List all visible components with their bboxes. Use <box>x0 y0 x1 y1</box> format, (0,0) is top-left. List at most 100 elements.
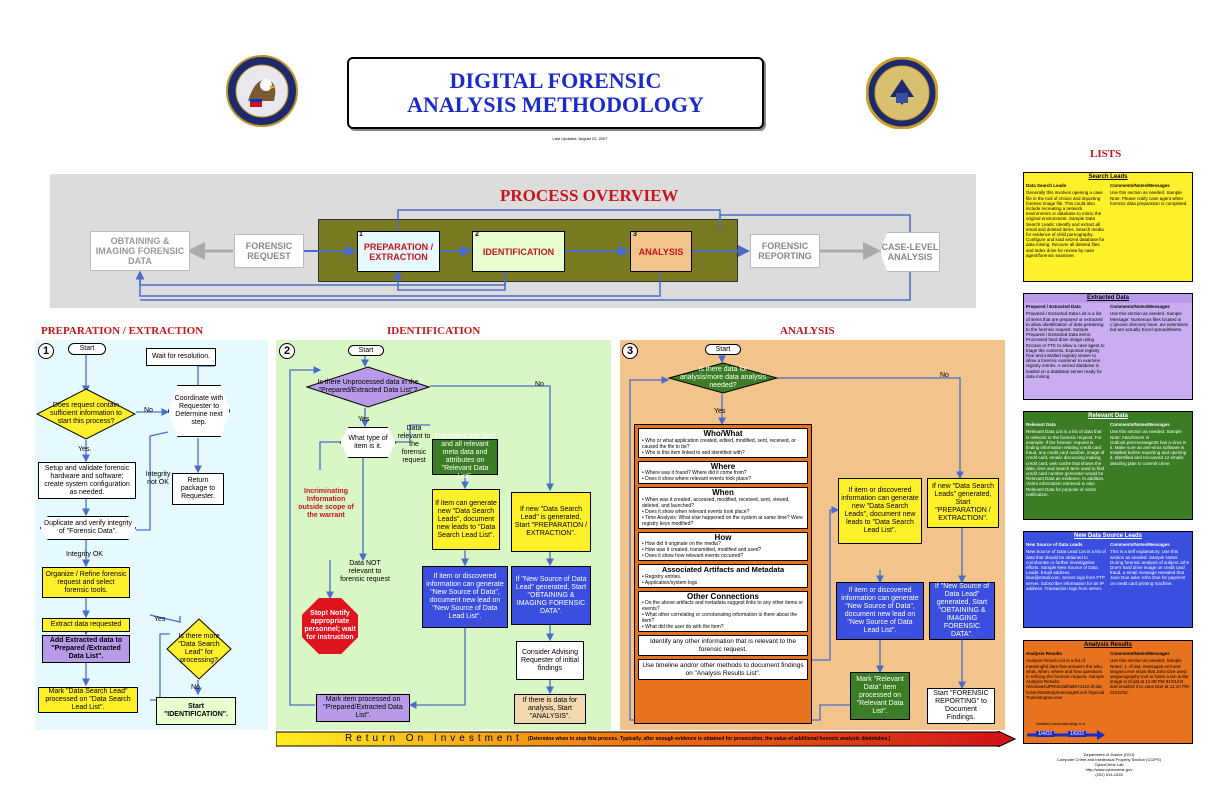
how-3: Does it show how relevant events occurre… <box>645 553 744 559</box>
last-updated: Last Updated: August 22, 2007 <box>552 136 608 141</box>
prep-step-number: 1 <box>38 343 54 359</box>
ident-relevant-label: Data relevant to the forensic request <box>397 425 431 464</box>
ident-stop-text: Stop! Notify appropriate personnel; wait… <box>304 610 356 641</box>
doj-seal-left <box>226 55 298 127</box>
lists-title: LISTS <box>1090 148 1122 160</box>
list-extracted-data: Extracted Data Prepared / Extracted Data… <box>1023 293 1193 400</box>
where-heading: Where <box>710 461 736 471</box>
ident-if-new-lead: If new "Data Search Lead" is generated, … <box>511 492 591 552</box>
main-title-line2: ANALYSIS METHODOLOGY <box>407 92 704 117</box>
where-card: Where • Where was it found? Where did it… <box>638 460 808 484</box>
analysis-step-number: 3 <box>622 343 638 359</box>
overview-case-level: CASE-LEVEL ANALYSIS <box>880 232 940 272</box>
ident-if-data: If there is data for analysis, Start "AN… <box>514 694 586 724</box>
how-1: How did it originate on the media? <box>645 541 721 547</box>
list-analysis-results-body2: Use this section as needed. Sample Notes… <box>1110 658 1189 695</box>
list-analysis-results-col2: Comments/Notes/Messages <box>1110 651 1170 657</box>
overview-reporting: FORENSIC REPORTING <box>750 234 820 268</box>
overview-analysis-label: ANALYSIS <box>638 246 684 257</box>
when-1: When was it created, accessed, modified,… <box>642 496 790 509</box>
other-2: What other correlating or corroborating … <box>642 612 798 624</box>
analysis-start: Start <box>705 344 741 355</box>
prep-return: Return package to Requester. <box>172 473 224 505</box>
list-new-data-source-title: New Data Source Leads <box>1024 532 1192 542</box>
prep-organize: Organize / Refine forensic request and s… <box>42 567 130 598</box>
analysis-decision-data-text: Is there data for analysis/more data ana… <box>680 366 766 389</box>
prep-integrity-ok: Integrity OK <box>66 551 103 558</box>
prep-decision-sufficient-text: Does request contain sufficient informat… <box>50 402 122 425</box>
where-2: Does it show where relevant events took … <box>645 476 752 482</box>
analysis-mark-relevant: Mark "Relevant Data" item processed on "… <box>850 672 910 720</box>
how-card: How • How did it originate on the media?… <box>638 531 808 561</box>
when-3: Time Analysis: What else happened on the… <box>642 514 803 527</box>
prep-decision-more: Is there more "Data Search Lead" for pro… <box>166 618 232 680</box>
prep-start: Start <box>68 343 106 355</box>
ident-stop: Stop! Notify appropriate personnel; wait… <box>302 598 358 654</box>
prep-mark-lead: Mark "Data Search Lead" processed on "Da… <box>38 687 138 713</box>
doj-eagle-seal-icon <box>226 55 298 127</box>
who-card: Who/What • Who or what application creat… <box>638 428 808 458</box>
other-1: Do the above artifacts and metadata sugg… <box>642 600 804 612</box>
list-extracted-data-col1: Prepared / Extracted Data <box>1026 304 1081 310</box>
doj-department-seal-icon <box>865 56 939 130</box>
ident-if-new-source: If "New Source of Data Lead" generated, … <box>511 566 591 625</box>
list-search-leads-col2: Comments/Notes/Messages <box>1110 183 1170 189</box>
ident-consider: Consider Advising Requester of initial f… <box>516 641 584 680</box>
ident-new-source: If item or discovered information can ge… <box>422 566 508 628</box>
footer-line3: CyberCrime Lab <box>1094 762 1124 767</box>
main-title-box: DIGITAL FORENSIC ANALYSIS METHODOLOGY <box>347 57 764 129</box>
overview-preparation-label: PREPARATION / EXTRACTION <box>363 241 434 262</box>
other-heading: Other Connections <box>686 591 759 601</box>
overview-preparation: PREPARATION / EXTRACTION <box>357 231 440 272</box>
prep-start-ident: Start "IDENTIFICATION". <box>156 697 236 725</box>
overview-prep-num: 1 <box>359 231 363 238</box>
prep-integrity-not-ok: Integrity not OK <box>145 471 171 486</box>
prep-no-label: No <box>144 407 153 414</box>
roi-label: Return On Investment <box>345 733 523 744</box>
prep-add-extracted: Add Extracted data to "Prepared /Extract… <box>42 635 130 663</box>
prep-extract: Extract data requested <box>42 618 130 632</box>
list-analysis-results-title: Analysis Results <box>1024 641 1192 651</box>
overview-ident-num: 2 <box>475 231 479 238</box>
footer-line2: Computer Crime and Intellectual Property… <box>1056 757 1162 762</box>
overview-identification-label: IDENTIFICATION <box>482 246 555 257</box>
analysis-decision-data: Is there data for analysis/more data ana… <box>668 362 778 394</box>
list-extracted-data-body1: Prepared / Extracted Data List is a list… <box>1026 311 1105 379</box>
list-search-leads-body2: Use this section as needed. Sample Note:… <box>1110 190 1188 206</box>
process-overview-title: PROCESS OVERVIEW <box>500 186 679 205</box>
list-analysis-results-body1: Analysis Result List is a list of meanin… <box>1026 658 1105 700</box>
footer-line1: Department of Justice (DOJ) <box>1083 752 1135 757</box>
who-2: Who is this item linked to and identifie… <box>645 449 745 456</box>
ident-step-number: 2 <box>279 343 295 359</box>
ident-start: Start <box>348 345 384 356</box>
assoc-1: Registry entries. <box>645 573 682 580</box>
other-3: What did the user do with the item? <box>645 624 724 630</box>
prep-decision-sufficient: Does request contain sufficient informat… <box>36 388 136 440</box>
list-extracted-data-body2: Use this section as needed. Sample Messa… <box>1110 311 1189 333</box>
ident-incriminating: Incriminating Information outside scope … <box>298 488 354 519</box>
list-relevant-data-title: Relevant Data <box>1024 412 1192 422</box>
analysis-yes-label: Yes <box>714 408 726 415</box>
roi-note: (Determine when to stop this process. Ty… <box>528 736 891 742</box>
assoc-2: Application/system logs <box>644 579 698 586</box>
list-new-data-source-body2: This is a self explanatory. Use this sec… <box>1110 549 1190 586</box>
list-analysis-results-col1: Analysis Results <box>1026 651 1063 657</box>
main-title-line1: DIGITAL FORENSIC <box>449 68 662 93</box>
prep-decision-more-text: Is there more "Data Search Lead" for pro… <box>178 633 220 664</box>
list-search-leads-col1: Data Search Leads <box>1026 183 1067 189</box>
ident-no-label: No <box>535 381 544 388</box>
prep-coordinate: Coordinate with Requester to Determine n… <box>168 385 230 437</box>
prep-no2-label: No <box>191 684 200 691</box>
mini-timeline-caption: Detailed understanding of a <box>1036 721 1085 726</box>
list-new-data-source-col2: Comments/Notes/Messages <box>1110 542 1170 548</box>
analysis-new-source: If item or discovered information can ge… <box>836 582 924 640</box>
mini-timeline-t1: 1/4/03 <box>1036 731 1054 737</box>
ident-item-type: What type of item is it. <box>340 427 396 458</box>
ident-section-title: IDENTIFICATION <box>387 325 481 337</box>
who-1: Who or what application created, edited,… <box>642 437 796 450</box>
ident-gen-lead: If item can generate new "Data Search Le… <box>432 489 500 550</box>
analysis-gen-lead: If item or discovered information can ge… <box>838 478 922 544</box>
prep-yes2-label: Yes <box>154 616 166 623</box>
